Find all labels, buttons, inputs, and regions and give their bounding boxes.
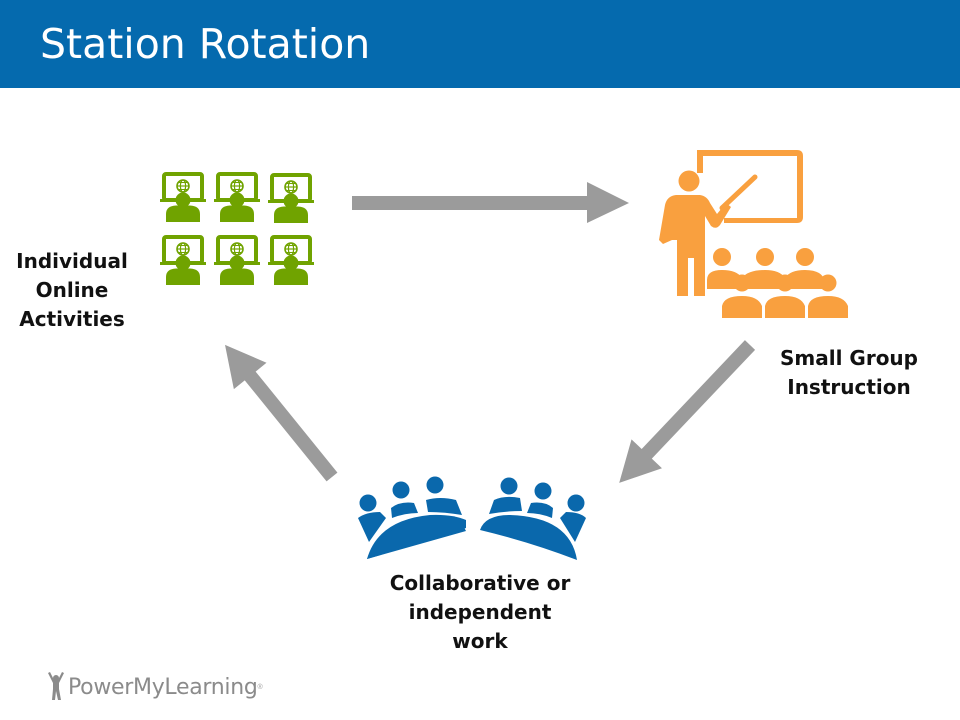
label-small-group-instruction: Small Group Instruction	[776, 344, 922, 402]
powermylearning-logo: PowerMyLearning®	[46, 672, 263, 702]
label-line: Instruction	[787, 375, 911, 399]
arrow-collaborative-to-online	[225, 344, 338, 482]
right-table-group	[480, 477, 586, 560]
arrow-small-group-to-collaborative	[619, 340, 756, 483]
label-individual-online-activities: Individual Online Activities	[14, 247, 130, 334]
left-table-group	[358, 476, 466, 559]
label-line: Online	[35, 278, 109, 302]
label-line: Individual	[16, 249, 128, 273]
slide-title: Station Rotation	[40, 20, 371, 68]
label-line: Activities	[19, 307, 125, 331]
label-line: Small Group	[780, 346, 918, 370]
slide-header: Station Rotation	[0, 0, 960, 88]
arrow-online-to-small-group	[352, 182, 629, 223]
label-collaborative-independent-work: Collaborative or independent work	[386, 569, 574, 656]
jumping-person-icon	[48, 672, 64, 700]
label-line: work	[452, 629, 508, 653]
logo-text: PowerMyLearning	[68, 674, 258, 700]
label-line: independent	[408, 600, 552, 624]
logo-trademark: ®	[257, 683, 263, 691]
label-line: Collaborative or	[389, 571, 571, 595]
